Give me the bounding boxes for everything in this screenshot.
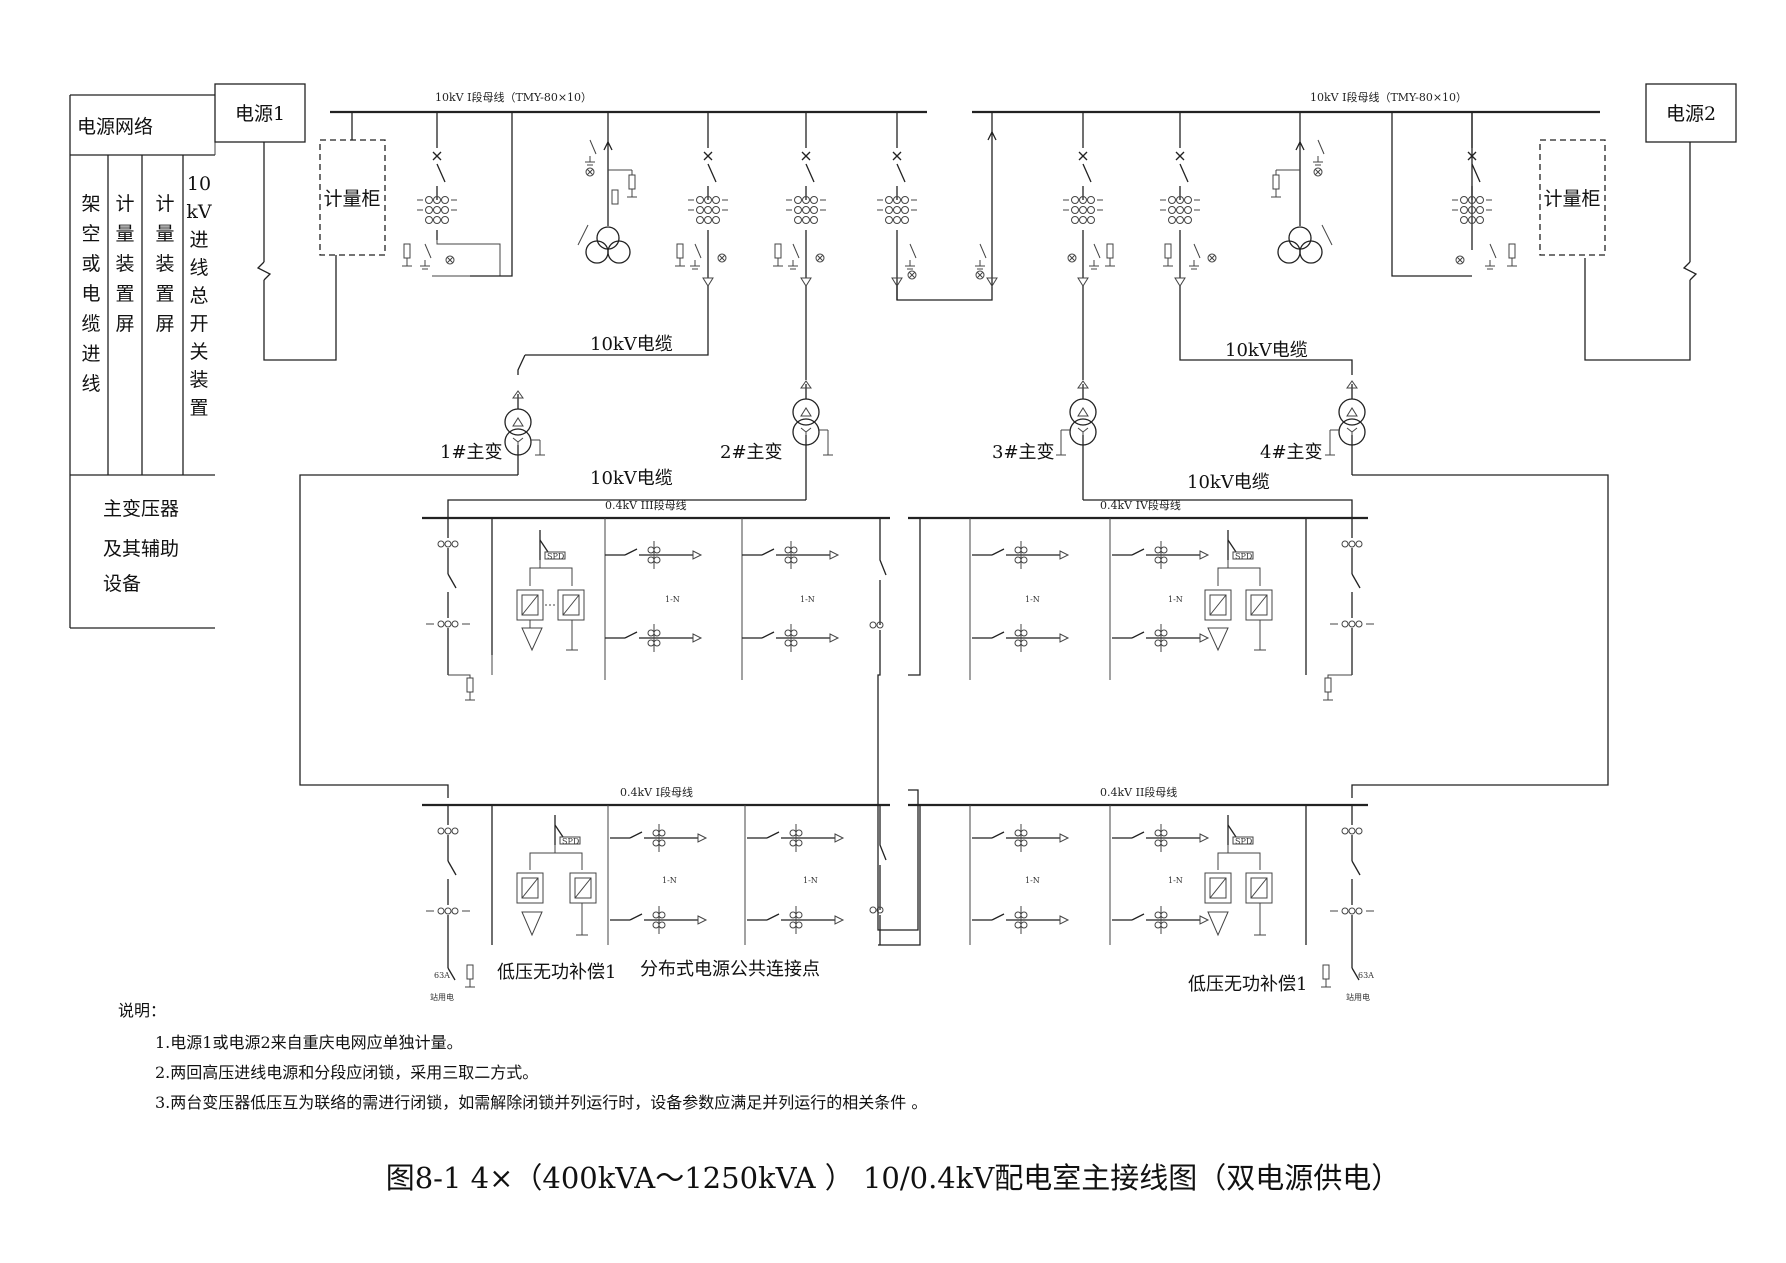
- feeder-tag-ii-1: 1-N: [1025, 876, 1040, 885]
- lv-compensation-label-right: 低压无功补偿1: [1188, 974, 1307, 995]
- transformer-2-label: 2#主变: [720, 442, 783, 463]
- lv-bus-iv: 0.4kV IV段母线 1-N 1-N SPD: [908, 498, 1375, 701]
- feeder-tag-ii-2: 1-N: [1168, 876, 1183, 885]
- feeder-tag-iv-1: 1-N: [1025, 595, 1040, 604]
- hv-pt-cubicle-2: [1270, 112, 1333, 264]
- feeder-tag-i-2: 1-N: [803, 876, 818, 885]
- hv-bus-tie-cubicle-right: [974, 112, 998, 287]
- cable-label-3: 10kV电缆: [1225, 340, 1308, 361]
- note-1: 1.电源1或电源2来自重庆电网应单独计量。: [155, 1033, 463, 1052]
- hv-incoming-cubicle-1: [401, 112, 513, 277]
- legend-col-feeder: 架空或电缆进线: [81, 193, 100, 395]
- figure-caption: 图8-1 4×（400kVA～1250kVA ） 10/0.4kV配电室主接线图…: [386, 1161, 1401, 1195]
- feeder-tag-iii-2: 1-N: [800, 595, 815, 604]
- transformer-1-label: 1#主变: [440, 442, 503, 463]
- cable-label-1: 10kV电缆: [590, 334, 673, 355]
- source-2-label: 电源2: [1666, 103, 1716, 125]
- hv-pt-cubicle-1: [577, 112, 638, 264]
- lv-bus-iii-label: 0.4kV III段母线: [605, 498, 687, 512]
- dg-connection-point-label: 分布式电源公共连接点: [640, 959, 820, 980]
- legend-transformer-line3: 设备: [103, 573, 141, 595]
- hv-feeder-cubicle-4: [1159, 112, 1353, 375]
- hv-feeder-cubicle-2: [772, 112, 827, 380]
- meter-cabinet-1: 计量柜: [319, 139, 386, 256]
- cable-label-4: 10kV电缆: [1187, 472, 1270, 493]
- hv-feeder-cubicle-3: [1062, 112, 1116, 380]
- note-2: 2.两回高压进线电源和分段应闭锁，采用三取二方式。: [155, 1063, 538, 1082]
- spd-tag-i: SPD: [562, 837, 579, 846]
- lv-bus-iv-label: 0.4kV IV段母线: [1100, 498, 1181, 512]
- feeder-tag-iii-1: 1-N: [665, 595, 680, 604]
- source-2: 电源2: [1584, 83, 1737, 361]
- cable-label-2: 10kV电缆: [590, 468, 673, 489]
- note-3: 3.两台变压器低压互为联络的需进行闭锁，如需解除闭锁并列运行时，设备参数应满足并…: [155, 1093, 927, 1112]
- lv-bus-i: 0.4kV I段母线 63A 站用电 SPD 1-N 1-N 低压无功补: [422, 785, 890, 1002]
- legend-transformer-line2: 及其辅助: [103, 538, 179, 560]
- meter-cabinet-2: 计量柜: [1539, 139, 1606, 256]
- transformer-2: 2#主变: [720, 380, 833, 500]
- transformer-4-label: 4#主变: [1260, 442, 1323, 463]
- meter-cabinet-1-label: 计量柜: [323, 188, 380, 210]
- transformer-4: 4#主变: [1260, 380, 1366, 475]
- station-use-name-right: 站用电: [1346, 992, 1370, 1002]
- notes-title: 说明：: [118, 1001, 166, 1020]
- spd-tag-ii: SPD: [1235, 837, 1252, 846]
- hv-feeder-cubicle-1: [517, 112, 729, 375]
- feeder-tag-iv-2: 1-N: [1168, 595, 1183, 604]
- transformer-3: 3#主变: [992, 380, 1097, 500]
- spd-tag-iv: SPD: [1235, 552, 1252, 561]
- source-1-label: 电源1: [235, 103, 285, 125]
- feeder-tag-i-1: 1-N: [662, 876, 677, 885]
- hv-bus-left-label: 10kV Ⅰ段母线（TMY-80×10）: [435, 90, 592, 104]
- lv-compensation-label-left: 低压无功补偿1: [497, 962, 616, 983]
- hv-bus-right: 10kV Ⅰ段母线（TMY-80×10）: [972, 90, 1600, 114]
- hv-incoming-cubicle-2: [1391, 112, 1518, 277]
- legend-transformer-line1: 主变压器: [103, 498, 179, 520]
- lv-bus-ii-label: 0.4kV II段母线: [1100, 785, 1177, 799]
- legend-col-metering-1: 计量装置屏: [115, 193, 134, 335]
- legend-network: 电源网络: [77, 116, 153, 138]
- lv-bus-i-label: 0.4kV I段母线: [620, 785, 693, 799]
- transformer-1: 1#主变: [440, 390, 545, 475]
- lv-bus-iii: 0.4kV III段母线 SPD 1-N 1-N: [422, 498, 919, 931]
- station-use-rating-right: 63A: [1358, 971, 1374, 980]
- source-1: 电源1: [214, 83, 337, 361]
- notes: 说明： 1.电源1或电源2来自重庆电网应单独计量。 2.两回高压进线电源和分段应…: [118, 1001, 927, 1112]
- hv-bus-right-label: 10kV Ⅰ段母线（TMY-80×10）: [1310, 90, 1467, 104]
- station-use-rating-left: 63A: [434, 971, 450, 980]
- lv-bus-ii: 0.4kV II段母线 1-N 1-N SPD 63A 站用电 低压无功补偿1: [878, 785, 1375, 1002]
- hv-bus-tie-cubicle-left: [876, 112, 993, 301]
- station-use-name-left: 站用电: [430, 992, 454, 1002]
- transformer-3-label: 3#主变: [992, 442, 1055, 463]
- hv-bus-left: 10kV Ⅰ段母线（TMY-80×10）: [330, 90, 927, 114]
- meter-cabinet-2-label: 计量柜: [1543, 188, 1600, 210]
- legend-col-metering-2: 计量装置屏: [155, 193, 174, 335]
- spd-tag-iii: SPD: [547, 552, 564, 561]
